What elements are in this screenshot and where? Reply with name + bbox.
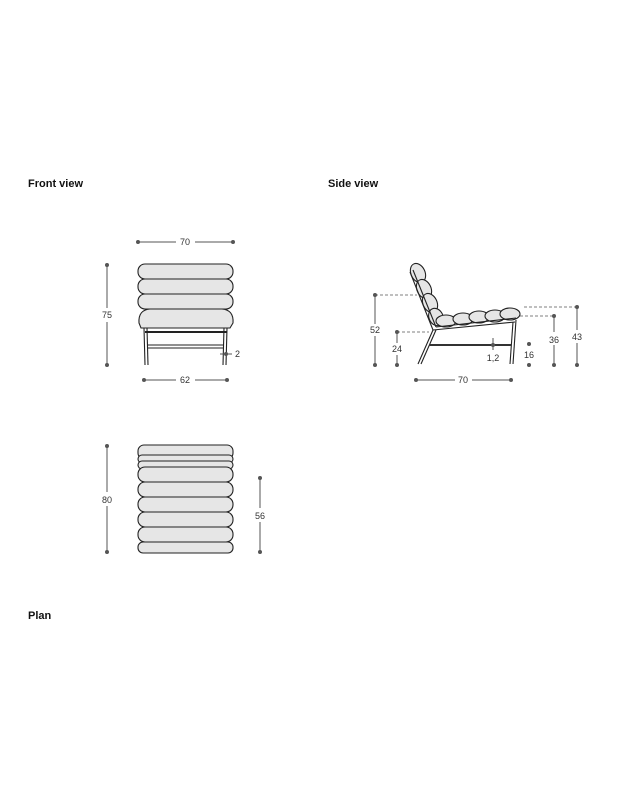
dim-plan-depth: 80	[102, 444, 112, 554]
svg-text:16: 16	[524, 350, 534, 360]
dim-front-height: 75	[102, 263, 112, 367]
dim-front-width-bottom: 62	[142, 375, 229, 385]
plan-drawing: 80 56	[102, 444, 265, 554]
dim-front-leg: 2	[220, 349, 240, 359]
dim-front-width-top: 70	[136, 237, 235, 247]
dim-side-depth: 70	[414, 375, 513, 385]
dim-side-back-height: 52	[370, 293, 417, 367]
svg-text:43: 43	[572, 332, 582, 342]
svg-text:70: 70	[180, 237, 190, 247]
dim-side-seat-top: 43	[524, 305, 582, 367]
dim-plan-seat-depth: 56	[255, 476, 265, 554]
dim-side-seat-height: 36	[520, 314, 559, 367]
side-view-drawing: 52 24 1,2 16 36 43	[370, 262, 582, 385]
svg-text:62: 62	[180, 375, 190, 385]
svg-text:80: 80	[102, 495, 112, 505]
svg-text:2: 2	[235, 349, 240, 359]
svg-text:56: 56	[255, 511, 265, 521]
front-view-title: Front view	[28, 178, 84, 190]
svg-text:36: 36	[549, 335, 559, 345]
dim-side-stretcher: 1,2	[487, 338, 500, 363]
dim-side-arm-height: 24	[392, 330, 429, 367]
side-view-title: Side view	[328, 178, 379, 190]
svg-text:75: 75	[102, 310, 112, 320]
svg-text:52: 52	[370, 325, 380, 335]
svg-text:24: 24	[392, 344, 402, 354]
dim-side-stretcher-height: 16	[524, 342, 534, 367]
plan-title: Plan	[28, 610, 52, 622]
front-view-drawing: 70 75 2 62	[102, 237, 240, 385]
svg-text:1,2: 1,2	[487, 353, 500, 363]
svg-text:70: 70	[458, 375, 468, 385]
